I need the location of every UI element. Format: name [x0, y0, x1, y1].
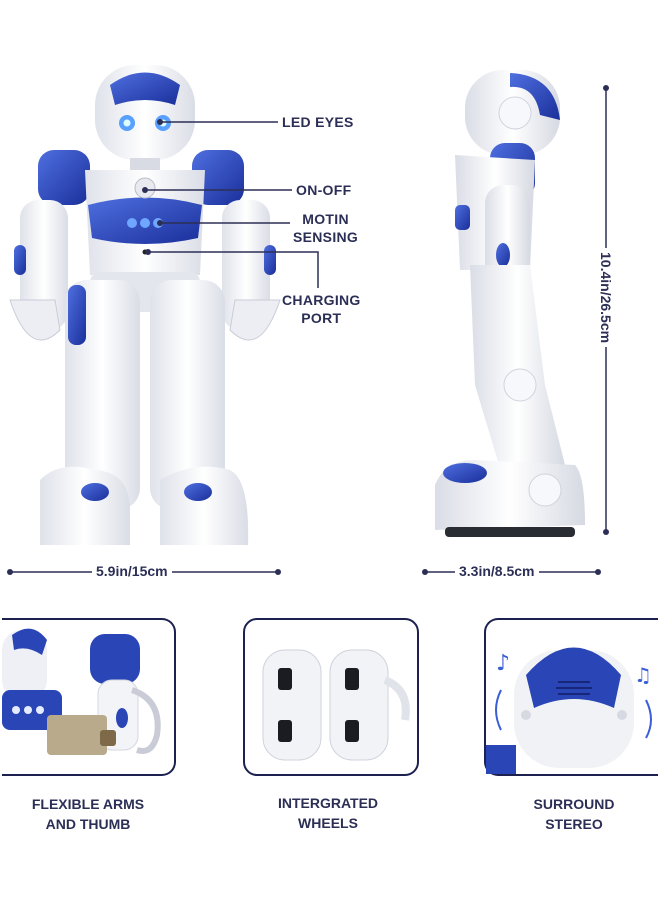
robot-side-illustration — [435, 70, 585, 537]
callout-motion-line1: MOTIN — [302, 211, 349, 227]
feature-caption-stereo-line1: SURROUND — [533, 796, 615, 812]
callout-motion-sensing: MOTIN SENSING — [293, 210, 358, 246]
feature-caption-wheels: INTERGRATED WHEELS — [248, 793, 408, 833]
robot-front-illustration — [9, 65, 281, 545]
callout-charging-line2: PORT — [301, 310, 342, 326]
feature-caption-wheels-line2: WHEELS — [298, 815, 358, 831]
dimension-lines — [7, 85, 609, 575]
svg-text:♫: ♫ — [634, 663, 652, 687]
feature-caption-stereo: SURROUND STEREO — [494, 794, 654, 834]
feature-caption-wheels-line1: INTERGRATED — [277, 795, 379, 811]
callout-charging-line1: CHARGING — [282, 292, 361, 308]
callout-charging-port: CHARGING PORT — [282, 291, 361, 327]
callout-led-eyes: LED EYES — [282, 114, 354, 130]
arms-closeup-illustration — [2, 628, 161, 755]
dimension-width: 5.9in/15cm — [92, 563, 172, 579]
feature-caption-arms-line1: FLEXIBLE ARMS — [31, 796, 145, 812]
callout-on-off: ON-OFF — [296, 182, 352, 198]
feature-panel-stereo: ♪ ♫ — [484, 618, 658, 776]
feature-panel-arms — [2, 618, 176, 776]
feature-panel-wheels — [243, 618, 419, 776]
feature-caption-arms: FLEXIBLE ARMS AND THUMB — [8, 794, 168, 834]
dimension-height: 10.4in/26.5cm — [598, 248, 614, 348]
feature-caption-stereo-line2: STEREO — [545, 816, 603, 832]
callout-lines — [142, 119, 319, 288]
dimension-depth: 3.3in/8.5cm — [455, 563, 539, 579]
wheels-closeup-illustration — [262, 649, 410, 761]
svg-text:♪: ♪ — [496, 651, 510, 676]
callout-motion-line2: SENSING — [293, 229, 359, 245]
feature-caption-arms-line2: AND THUMB — [45, 816, 131, 832]
stereo-closeup-illustration: ♪ ♫ — [486, 647, 652, 774]
